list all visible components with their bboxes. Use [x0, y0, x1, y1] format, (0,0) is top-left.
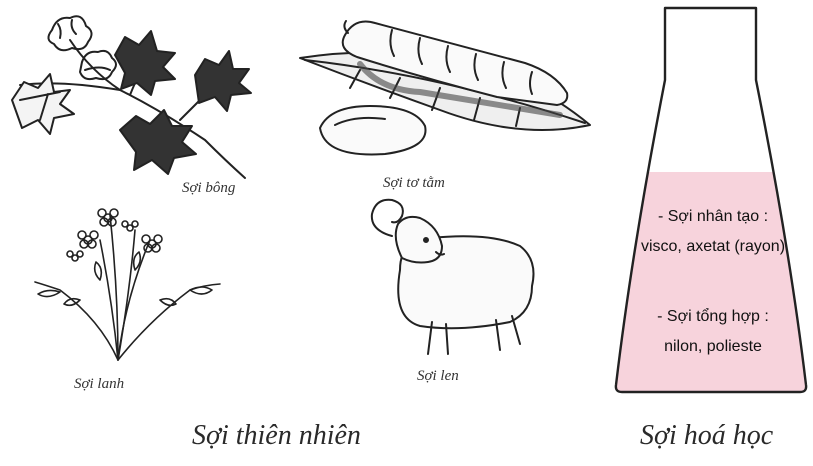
flax-label: Sợi lanh: [74, 376, 124, 393]
synthetic-fiber-examples: nilon, polieste: [618, 336, 808, 358]
synthetic-fiber-title: - Sợi tổng hợp :: [618, 306, 808, 328]
cotton-label: Sợi bông: [182, 180, 235, 197]
silk-label: Sợi tơ tằm: [383, 175, 445, 192]
wool-label: Sợi len: [417, 368, 459, 385]
natural-fiber-group-label: Sợi thiên nhiên: [192, 420, 361, 452]
artificial-fiber-examples: visco, axetat (rayon): [618, 236, 808, 258]
chemical-fiber-group-label: Sợi hoá học: [640, 420, 773, 452]
artificial-fiber-title: - Sợi nhân tạo :: [618, 206, 808, 228]
